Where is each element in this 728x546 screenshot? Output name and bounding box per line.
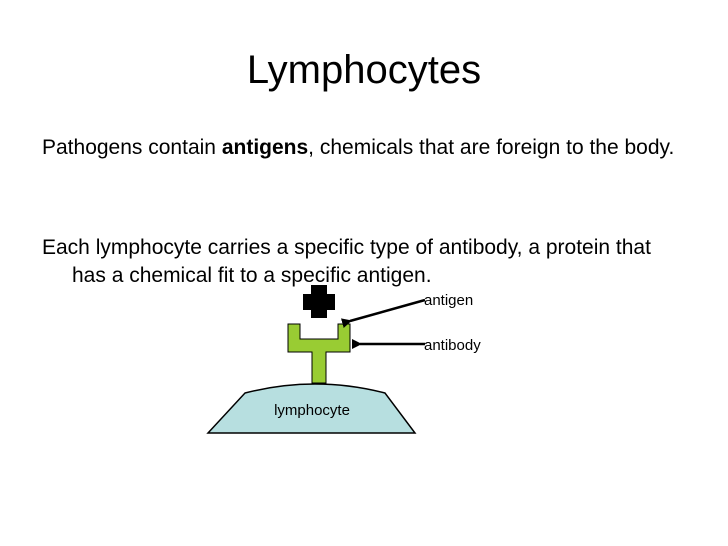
antibody-label: antibody <box>424 337 481 354</box>
bullet-lymphocyte: Each lymphocyte carries a specific type … <box>42 234 682 290</box>
bullet-2-text: Each lymphocyte carries a specific type … <box>42 236 651 287</box>
antibody-y-shape <box>287 323 351 384</box>
bullet-pathogens: Pathogens contain antigens, chemicals th… <box>42 134 682 162</box>
bullet-1-text-before: Pathogens contain <box>42 136 222 159</box>
antigen-arrow <box>340 298 426 328</box>
lymphocyte-label: lymphocyte <box>274 402 350 419</box>
antigen-cross-shape <box>303 285 335 318</box>
bullet-1-bold-term: antigens <box>221 136 309 159</box>
bullet-1-text-after: , chemicals that are foreign to the body… <box>308 136 675 159</box>
lymphocyte-cell-shape <box>206 383 417 434</box>
slide-title: Lymphocytes <box>246 48 482 92</box>
antigen-label: antigen <box>424 292 473 309</box>
